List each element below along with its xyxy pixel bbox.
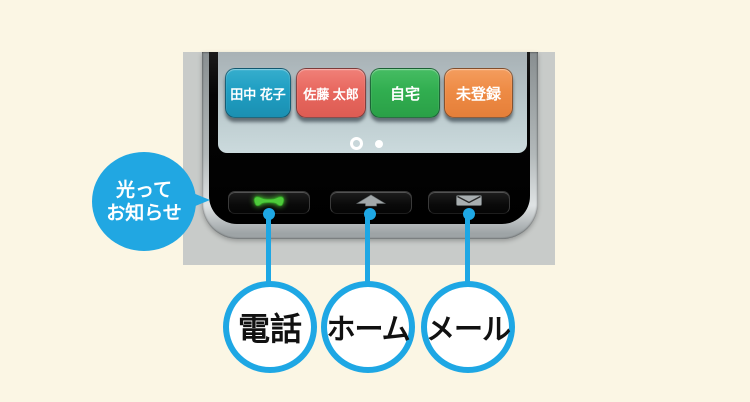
label-circle-home: ホーム: [321, 281, 415, 373]
callout-line2: お知らせ: [106, 202, 182, 224]
contact-button-unregistered[interactable]: 未登録: [444, 68, 513, 118]
callout-bubble-tail: [188, 191, 210, 209]
connector-line-home: [365, 214, 370, 283]
page-dot-inactive: [375, 140, 383, 148]
hardware-key-mail[interactable]: [428, 191, 510, 214]
phone-handset-icon: [251, 193, 287, 212]
hardware-key-phone[interactable]: [228, 191, 310, 214]
contact-button-home-number[interactable]: 自宅: [370, 68, 440, 118]
page-dot-active: [350, 137, 363, 150]
label-circle-phone: 電話: [223, 281, 317, 373]
connector-line-phone: [266, 214, 271, 283]
callout-bubble: 光って お知らせ: [92, 152, 196, 251]
home-icon: [354, 194, 388, 212]
mail-icon: [455, 194, 483, 212]
callout-line1: 光って: [115, 179, 173, 201]
contact-button-tanaka-hanako[interactable]: 田中 花子: [225, 68, 291, 118]
label-circle-mail: メール: [421, 281, 515, 373]
contact-button-sato-taro[interactable]: 佐藤 太郎: [296, 68, 366, 118]
connector-line-mail: [465, 214, 470, 283]
